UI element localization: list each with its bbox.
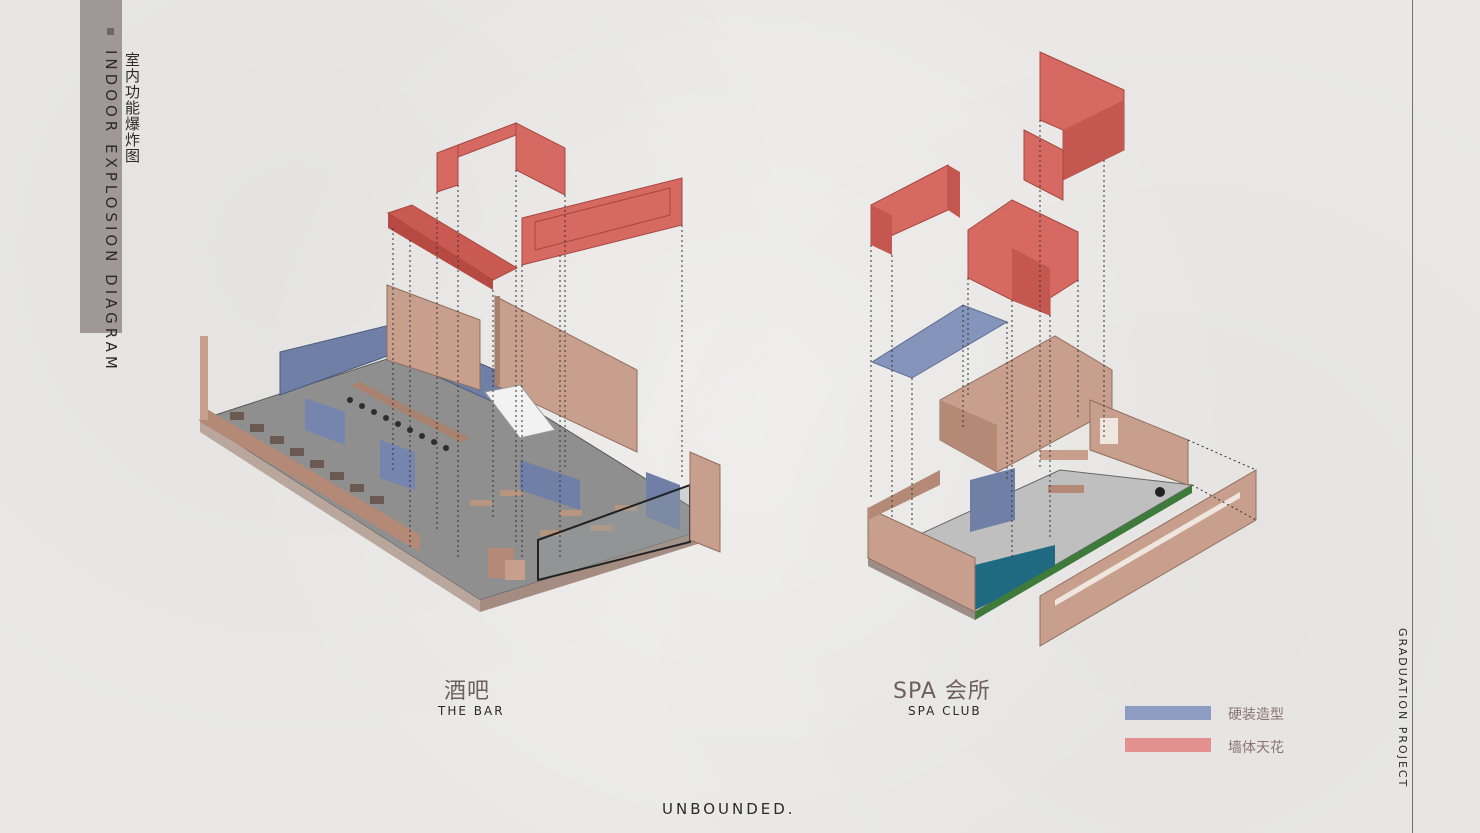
bar-caption-en: THE BAR bbox=[438, 704, 505, 718]
right-divider bbox=[1412, 0, 1413, 833]
spa-red-block-4 bbox=[1023, 129, 1064, 201]
bar-front-wall bbox=[200, 405, 420, 552]
legend-label-wall: 墙体天花 bbox=[1228, 740, 1284, 756]
bar-ceiling-block-1 bbox=[436, 144, 459, 193]
spa-exploded-model bbox=[866, 51, 1257, 647]
bar-glass-box bbox=[537, 483, 691, 582]
sidebar-marker bbox=[107, 28, 114, 35]
graduation-label: GRADUATION PROJECT bbox=[1396, 628, 1409, 789]
spa-detached-wall bbox=[1039, 469, 1257, 647]
spa-pool bbox=[975, 545, 1055, 610]
legend-swatch-wall bbox=[1125, 738, 1211, 752]
legend-label-hard: 硬装造型 bbox=[1228, 707, 1284, 723]
diagram-title-cn: 室内功能爆炸图 bbox=[123, 52, 141, 164]
spa-wall-left-back bbox=[868, 470, 940, 520]
bar-ceiling-beam bbox=[386, 204, 519, 281]
bar-staircase bbox=[484, 384, 556, 439]
bar-floor-edge bbox=[200, 420, 480, 612]
spa-wall-front-left bbox=[867, 507, 976, 613]
spa-blue-booth bbox=[970, 468, 1015, 532]
spa-caption-en: SPA CLUB bbox=[908, 704, 982, 718]
brand-wordmark: UNBOUNDED. bbox=[662, 800, 796, 818]
diagram-title-en: INDOOR EXPLOSION DIAGRAM bbox=[102, 50, 120, 373]
legend-swatch-hard bbox=[1125, 706, 1211, 720]
bar-booth-blue bbox=[305, 398, 345, 445]
bar-exploded-model bbox=[198, 122, 722, 612]
sidebar-band bbox=[80, 0, 122, 333]
bar-caption-cn: 酒吧 bbox=[444, 679, 491, 704]
spa-caption-cn: SPA 会所 bbox=[893, 679, 991, 704]
